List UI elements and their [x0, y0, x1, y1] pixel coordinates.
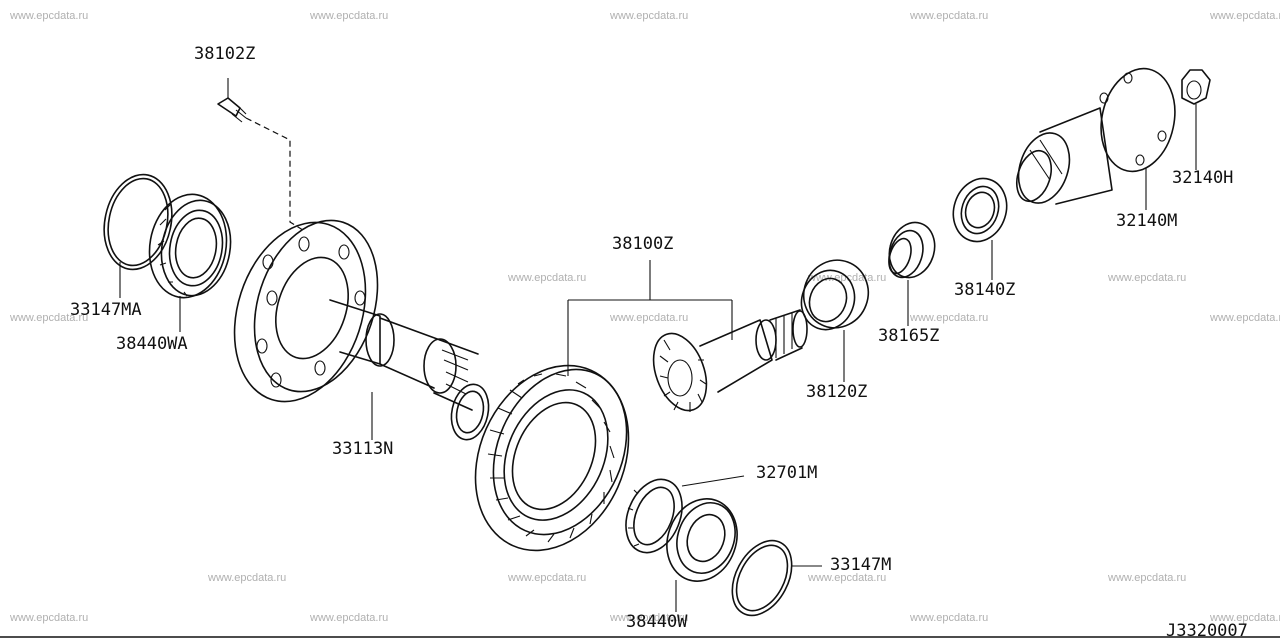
bolt-38102z [217, 78, 307, 233]
flange-32140m [1015, 67, 1176, 210]
bearing-38440wa [148, 193, 232, 332]
ring-32701m [625, 475, 745, 554]
label-38120z[interactable]: 38120Z [806, 382, 868, 402]
watermark-text: www.epcdata.ru [310, 612, 389, 624]
snap-ring-33147m [731, 539, 822, 617]
watermark-text: www.epcdata.ru [508, 272, 587, 284]
watermark-text: www.epcdata.ru [1108, 272, 1187, 284]
watermark-text: www.epcdata.ru [910, 312, 989, 324]
watermark-text: www.epcdata.ru [610, 10, 689, 22]
watermark-text: www.epcdata.ru [508, 572, 587, 584]
watermark-text: www.epcdata.ru [808, 572, 887, 584]
label-38140z[interactable]: 38140Z [954, 280, 1016, 300]
diagram-code: J3320007 [1166, 621, 1248, 641]
watermark-text: www.epcdata.ru [1210, 612, 1280, 624]
gear-set-38100z [474, 260, 808, 552]
label-38440w[interactable]: 38440W [626, 612, 688, 632]
label-32140m[interactable]: 32140M [1116, 211, 1178, 231]
watermark-text: www.epcdata.ru [610, 612, 689, 624]
watermark-text: www.epcdata.ru [910, 612, 989, 624]
diff-case-33113n [233, 219, 490, 441]
label-33113n[interactable]: 33113N [332, 439, 394, 459]
label-33147m[interactable]: 33147M [830, 555, 892, 575]
label-32701m[interactable]: 32701M [756, 463, 818, 483]
watermark-text: www.epcdata.ru [1210, 312, 1280, 324]
bearing-38440w [666, 498, 738, 612]
watermark-text: www.epcdata.ru [610, 312, 689, 324]
label-38102z[interactable]: 38102Z [194, 44, 256, 64]
label-33147ma[interactable]: 33147MA [70, 300, 142, 320]
watermark-text: www.epcdata.ru [1108, 572, 1187, 584]
watermark-text: www.epcdata.ru [10, 612, 89, 624]
bearing-38120z [800, 259, 870, 382]
watermark-text: www.epcdata.ru [910, 10, 989, 22]
watermark-text: www.epcdata.ru [10, 312, 89, 324]
label-38440wa[interactable]: 38440WA [116, 334, 188, 354]
nut-32140h [1181, 69, 1211, 170]
watermark-text: www.epcdata.ru [208, 572, 287, 584]
label-38100z[interactable]: 38100Z [612, 234, 674, 254]
watermark-text: www.epcdata.ru [1210, 10, 1280, 22]
watermark-text: www.epcdata.ru [310, 10, 389, 22]
label-32140h[interactable]: 32140H [1172, 168, 1234, 188]
label-38165z[interactable]: 38165Z [878, 326, 940, 346]
spacer-38165z [888, 221, 936, 326]
watermark-text: www.epcdata.ru [10, 10, 89, 22]
seal-38140z [952, 177, 1008, 280]
